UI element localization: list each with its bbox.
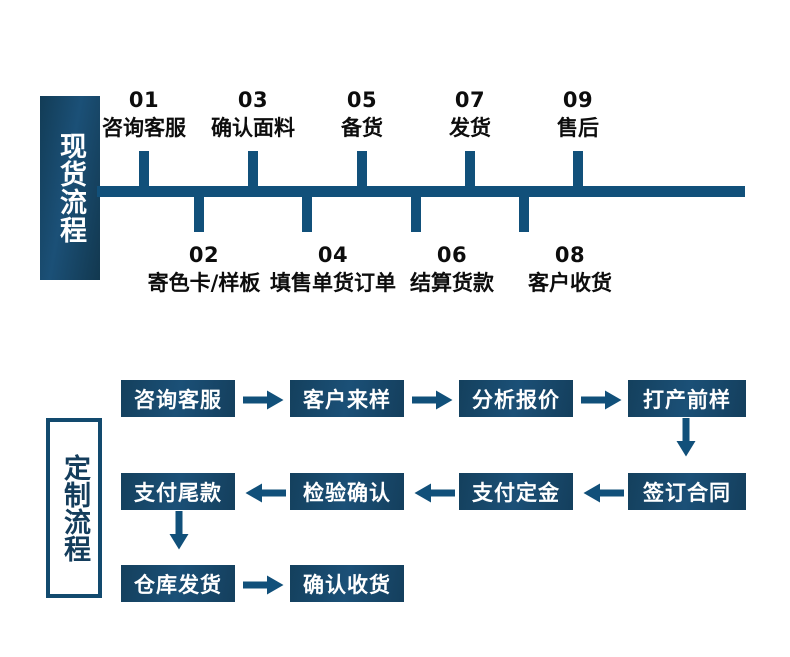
- arrow-left-icon: [583, 483, 624, 503]
- stock-flow-side-label: 现货流程: [40, 96, 100, 280]
- timeline-step-04: 04 填售单货订单: [270, 241, 396, 298]
- flow-box-检验确认[interactable]: 检验确认: [290, 473, 404, 510]
- timeline-step-05: 05 备货: [341, 86, 383, 143]
- timeline-step-07: 07 发货: [449, 86, 491, 143]
- timeline-tick-01: [139, 151, 149, 189]
- timeline-step-06: 06 结算货款: [410, 241, 494, 298]
- timeline-tick-08: [519, 194, 529, 232]
- timeline-spine: [97, 186, 745, 197]
- timeline-step-text: 客户收货: [528, 271, 612, 296]
- timeline-tick-04: [302, 194, 312, 232]
- flow-box-支付尾款[interactable]: 支付尾款: [121, 473, 235, 510]
- stock-flow-section: 现货流程 01 咨询客服 02 寄色卡/样板 03 确认面料 04 填售单货订单 05 备货 06 结…: [40, 86, 745, 298]
- flow-box-支付定金[interactable]: 支付定金: [459, 473, 573, 510]
- arrow-right-icon: [243, 390, 284, 410]
- timeline-tick-05: [357, 151, 367, 189]
- arrow-left-icon: [245, 483, 286, 503]
- timeline-tick-02: [194, 194, 204, 232]
- timeline-step-09: 09 售后: [557, 86, 599, 143]
- timeline-step-text: 填售单货订单: [270, 271, 396, 296]
- arrow-left-icon: [414, 483, 455, 503]
- flow-box-仓库发货[interactable]: 仓库发货: [121, 565, 235, 602]
- timeline-tick-07: [465, 151, 475, 189]
- timeline-step-text: 售后: [557, 116, 599, 141]
- arrow-right-icon: [412, 390, 453, 410]
- arrow-right-icon: [581, 390, 622, 410]
- flow-box-客户来样[interactable]: 客户来样: [290, 380, 404, 417]
- timeline-step-number: 08: [554, 243, 586, 267]
- flow-box-分析报价[interactable]: 分析报价: [459, 380, 573, 417]
- timeline-step-text: 备货: [341, 116, 383, 141]
- flow-box-确认收货[interactable]: 确认收货: [290, 565, 404, 602]
- timeline-step-number: 03: [237, 88, 269, 112]
- timeline-step-08: 08 客户收货: [528, 241, 612, 298]
- flow-box-签订合同[interactable]: 签订合同: [628, 473, 746, 510]
- timeline-step-number: 05: [346, 88, 378, 112]
- flow-box-咨询客服[interactable]: 咨询客服: [121, 380, 235, 417]
- timeline-step-number: 07: [454, 88, 486, 112]
- custom-flow-side-label: 定制流程: [46, 418, 102, 598]
- timeline-step-number: 04: [317, 243, 349, 267]
- timeline-tick-06: [411, 194, 421, 232]
- timeline-step-01: 01 咨询客服: [102, 86, 186, 143]
- timeline-step-text: 结算货款: [410, 271, 494, 296]
- arrow-down-icon: [676, 418, 696, 457]
- timeline-step-number: 02: [188, 243, 220, 267]
- timeline-step-text: 发货: [449, 116, 491, 141]
- arrow-down-icon: [169, 511, 189, 550]
- timeline-step-text: 寄色卡/样板: [147, 271, 261, 296]
- timeline-step-number: 09: [562, 88, 594, 112]
- timeline-tick-09: [573, 151, 583, 189]
- timeline-step-number: 01: [128, 88, 160, 112]
- timeline-step-03: 03 确认面料: [211, 86, 295, 143]
- custom-flow-section: 定制流程 咨询客服 客户来样 分析报价 打产前样支付尾款 检验确认 支付定金 签订合同仓库发…: [0, 330, 790, 657]
- timeline-step-02: 02 寄色卡/样板: [148, 241, 261, 298]
- timeline-step-text: 确认面料: [211, 116, 295, 141]
- timeline-step-text: 咨询客服: [102, 116, 186, 141]
- timeline-step-number: 06: [436, 243, 468, 267]
- flow-box-打产前样[interactable]: 打产前样: [628, 380, 746, 417]
- arrow-right-icon: [243, 575, 284, 595]
- timeline-tick-03: [248, 151, 258, 189]
